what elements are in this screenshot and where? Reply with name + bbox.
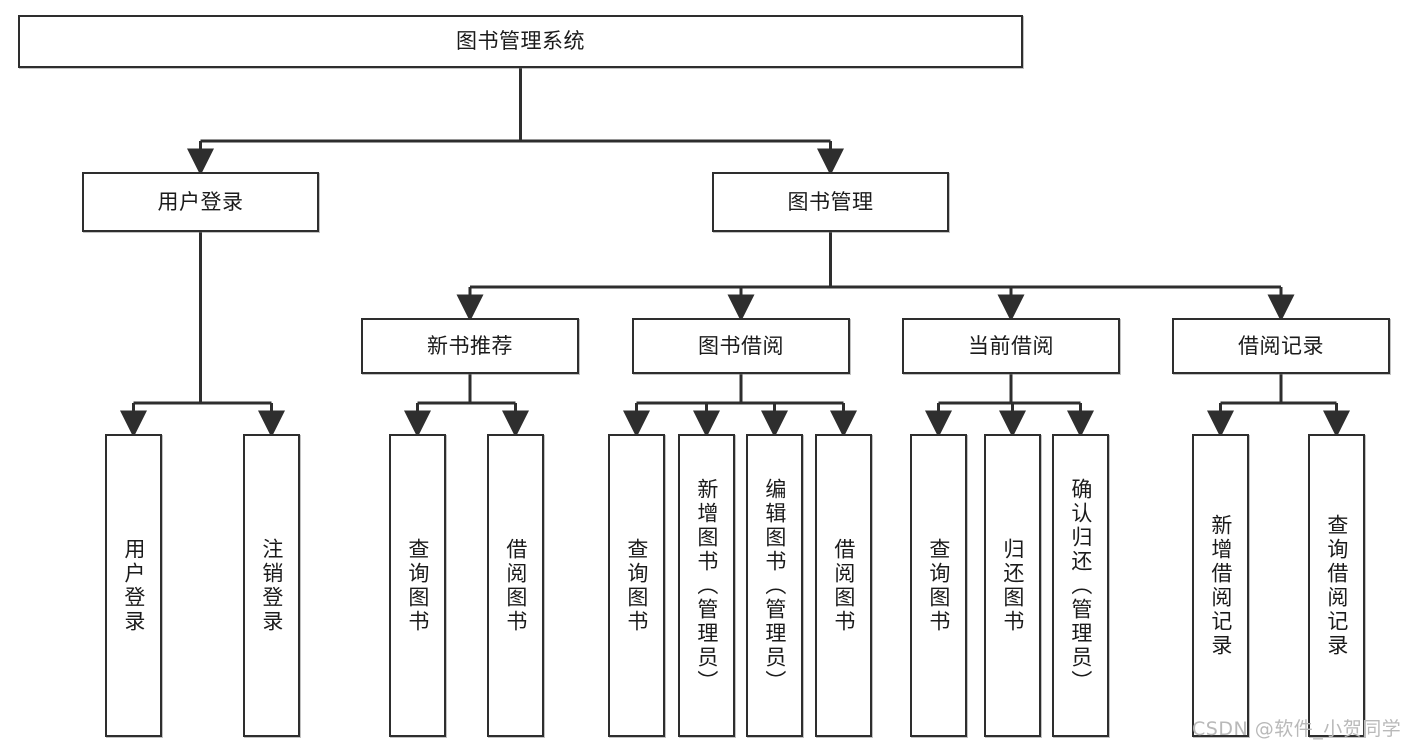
leaf-query-book-3-label: 查询图书 (926, 537, 951, 634)
leaf-query-book-2-label: 查询图书 (624, 537, 649, 634)
leaf-add-book[interactable]: 新增图书（管理员） (678, 434, 735, 737)
leaf-query-borrow-record[interactable]: 查询借阅记录 (1308, 434, 1365, 737)
leaf-return-book[interactable]: 归还图书 (984, 434, 1041, 737)
leaf-borrow-book-1-label: 借阅图书 (503, 537, 528, 634)
node-new-book-recommend[interactable]: 新书推荐 (361, 318, 579, 374)
node-book-borrow-label: 图书借阅 (698, 333, 784, 358)
leaf-borrow-book-2-label: 借阅图书 (831, 537, 856, 634)
node-book-management[interactable]: 图书管理 (712, 172, 949, 232)
leaf-edit-book[interactable]: 编辑图书（管理员） (746, 434, 803, 737)
node-new-book-recommend-label: 新书推荐 (427, 333, 513, 358)
leaf-borrow-book-1[interactable]: 借阅图书 (487, 434, 544, 737)
leaf-query-book-2[interactable]: 查询图书 (608, 434, 665, 737)
leaf-confirm-return[interactable]: 确认归还（管理员） (1052, 434, 1109, 737)
leaf-user-login[interactable]: 用户登录 (105, 434, 162, 737)
node-user-login[interactable]: 用户登录 (82, 172, 319, 232)
leaf-edit-book-label: 编辑图书（管理员） (762, 477, 787, 694)
leaf-user-login-label: 用户登录 (121, 537, 146, 634)
node-user-login-label: 用户登录 (157, 189, 244, 214)
node-root[interactable]: 图书管理系统 (18, 15, 1023, 68)
leaf-add-book-label: 新增图书（管理员） (694, 477, 719, 694)
leaf-borrow-book-2[interactable]: 借阅图书 (815, 434, 872, 737)
leaf-query-book-1-label: 查询图书 (405, 537, 430, 634)
leaf-logout[interactable]: 注销登录 (243, 434, 300, 737)
leaf-query-book-3[interactable]: 查询图书 (910, 434, 967, 737)
node-current-borrow-label: 当前借阅 (968, 333, 1054, 358)
edges (120, 68, 1350, 438)
leaf-query-book-1[interactable]: 查询图书 (389, 434, 446, 737)
node-borrow-records-label: 借阅记录 (1238, 333, 1324, 358)
node-current-borrow[interactable]: 当前借阅 (902, 318, 1120, 374)
node-root-label: 图书管理系统 (456, 29, 585, 54)
leaf-return-book-label: 归还图书 (1000, 537, 1025, 634)
leaf-confirm-return-label: 确认归还（管理员） (1068, 477, 1093, 694)
leaf-query-borrow-record-label: 查询借阅记录 (1324, 513, 1349, 658)
leaf-add-borrow-record[interactable]: 新增借阅记录 (1192, 434, 1249, 737)
leaf-add-borrow-record-label: 新增借阅记录 (1208, 513, 1233, 658)
node-borrow-records[interactable]: 借阅记录 (1172, 318, 1390, 374)
leaf-logout-label: 注销登录 (259, 537, 284, 634)
node-book-management-label: 图书管理 (787, 189, 874, 214)
node-book-borrow[interactable]: 图书借阅 (632, 318, 850, 374)
